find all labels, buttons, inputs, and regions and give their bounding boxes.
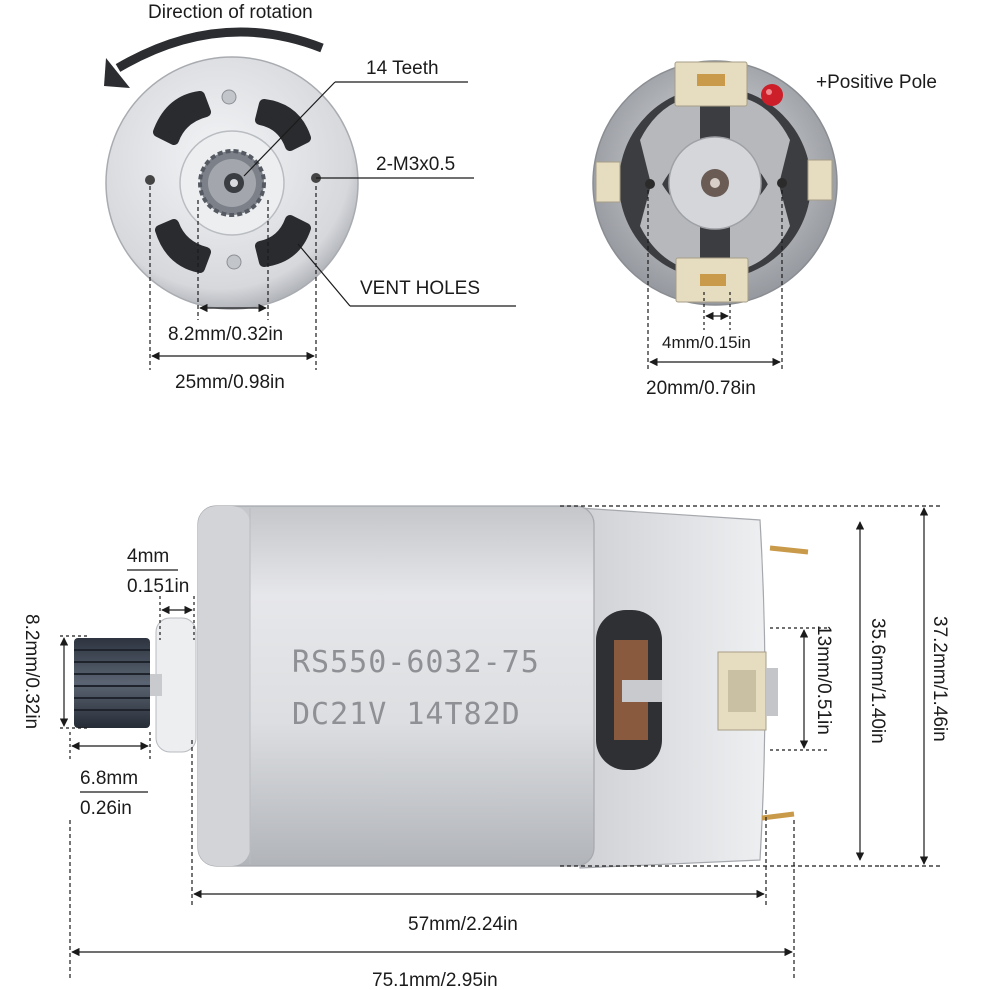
terminal-span-dim: 13mm/0.51in xyxy=(813,625,834,735)
gear-dia-dim: 8.2mm/0.32in xyxy=(21,614,42,729)
total-length-dim: 75.1mm/2.95in xyxy=(372,970,498,990)
direction-label: Direction of rotation xyxy=(148,2,313,23)
positive-pole-label: +Positive Pole xyxy=(816,72,937,93)
motor-body xyxy=(197,505,595,867)
screws-label: 2-M3x0.5 xyxy=(376,154,455,175)
rotation-arrow-icon xyxy=(115,27,324,72)
gear-icon xyxy=(74,638,150,728)
front-view: Direction of rotation 14 Teeth 2-M3x0.5 … xyxy=(104,2,516,393)
rear-view: +Positive Pole 4mm/0.15in 20mm/0.78in xyxy=(592,60,937,399)
positive-pole-marker xyxy=(761,84,783,106)
side-view: RS550-6032-75 DC21V 14T82D 4mm 0.151in 8… xyxy=(21,505,950,990)
terminal-pin-bottom xyxy=(761,811,795,821)
gear-len-in-dim: 0.26in xyxy=(80,798,132,819)
boss-in-dim: 0.151in xyxy=(127,576,189,597)
body-length-dim: 57mm/2.24in xyxy=(408,914,518,935)
gear-len-mm-dim: 6.8mm xyxy=(80,768,138,789)
vent-label: VENT HOLES xyxy=(360,278,480,299)
overall-height-dim: 37.2mm/1.46in xyxy=(929,616,950,742)
screw-hole-left xyxy=(145,175,155,185)
rear-screw-left xyxy=(645,179,655,189)
front-shaft-dim: 8.2mm/0.32in xyxy=(168,324,283,345)
model-text: RS550-6032-75 xyxy=(292,645,540,680)
rotation-arrow-head-icon xyxy=(104,58,130,88)
front-holes-dim: 25mm/0.98in xyxy=(175,372,285,393)
rivet-bottom xyxy=(226,254,242,270)
terminal-pin-top xyxy=(769,545,809,555)
spec-text: DC21V 14T82D xyxy=(292,697,521,732)
teeth-label: 14 Teeth xyxy=(366,58,439,79)
boss-mm-dim: 4mm xyxy=(127,546,169,567)
rear-holes-dim: 20mm/0.78in xyxy=(646,378,756,399)
rivet-top xyxy=(221,89,237,105)
body-dia-dim: 35.6mm/1.40in xyxy=(867,618,888,744)
rear-screw-right xyxy=(777,178,787,188)
rear-shaft-dim: 4mm/0.15in xyxy=(662,333,751,352)
